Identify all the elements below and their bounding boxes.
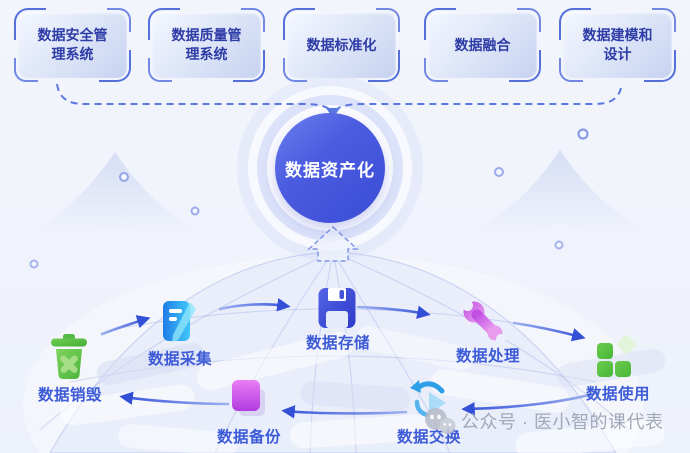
system-card-label: 数据标准化 <box>306 36 377 53</box>
pin-icon <box>119 172 129 217</box>
system-card-data-security: 数据安全管理系统 <box>14 8 131 82</box>
center-circle-label: 数据资产化 <box>285 160 375 180</box>
system-card-label: 数据质量管理系统 <box>171 27 242 62</box>
pin-icon <box>190 206 200 247</box>
stacked-squares-icon <box>232 380 265 416</box>
system-card-data-quality: 数据质量管理系统 <box>148 8 265 82</box>
system-card-data-fusion: 数据融合 <box>424 8 541 82</box>
label-data-backup: 数据备份 <box>216 429 281 446</box>
wrench-icon <box>462 300 506 344</box>
system-card-label: 数据融合 <box>454 36 511 53</box>
pin-icon <box>494 167 504 210</box>
label-data-destroy: 数据销毁 <box>37 387 102 404</box>
system-card-data-modeling: 数据建模和设计 <box>559 8 676 82</box>
grid-squares-icon <box>597 335 636 377</box>
faint-arrow-left <box>35 152 195 237</box>
watermark-text: 公众号 · 医小智的课代表 <box>461 412 664 432</box>
pin-icon <box>554 240 564 279</box>
pin-icon <box>577 128 589 178</box>
faint-arrow-right <box>480 150 640 235</box>
system-card-label: 数据建模和设计 <box>582 27 653 62</box>
floppy-disk-icon <box>318 288 356 328</box>
center-circle: 数据资产化 <box>275 113 385 223</box>
system-card-label: 数据安全管理系统 <box>37 27 108 62</box>
wechat-logo-icon <box>425 408 456 434</box>
pin-icon <box>29 259 39 296</box>
document-pencil-icon <box>163 301 196 342</box>
system-card-data-standardization: 数据标准化 <box>283 8 400 82</box>
label-data-store: 数据存储 <box>305 335 370 352</box>
label-data-use: 数据使用 <box>585 386 650 403</box>
watermark: 公众号 · 医小智的课代表 <box>424 407 664 435</box>
trash-x-icon <box>51 334 87 379</box>
label-data-collect: 数据采集 <box>147 351 212 368</box>
label-data-process: 数据处理 <box>455 348 520 365</box>
